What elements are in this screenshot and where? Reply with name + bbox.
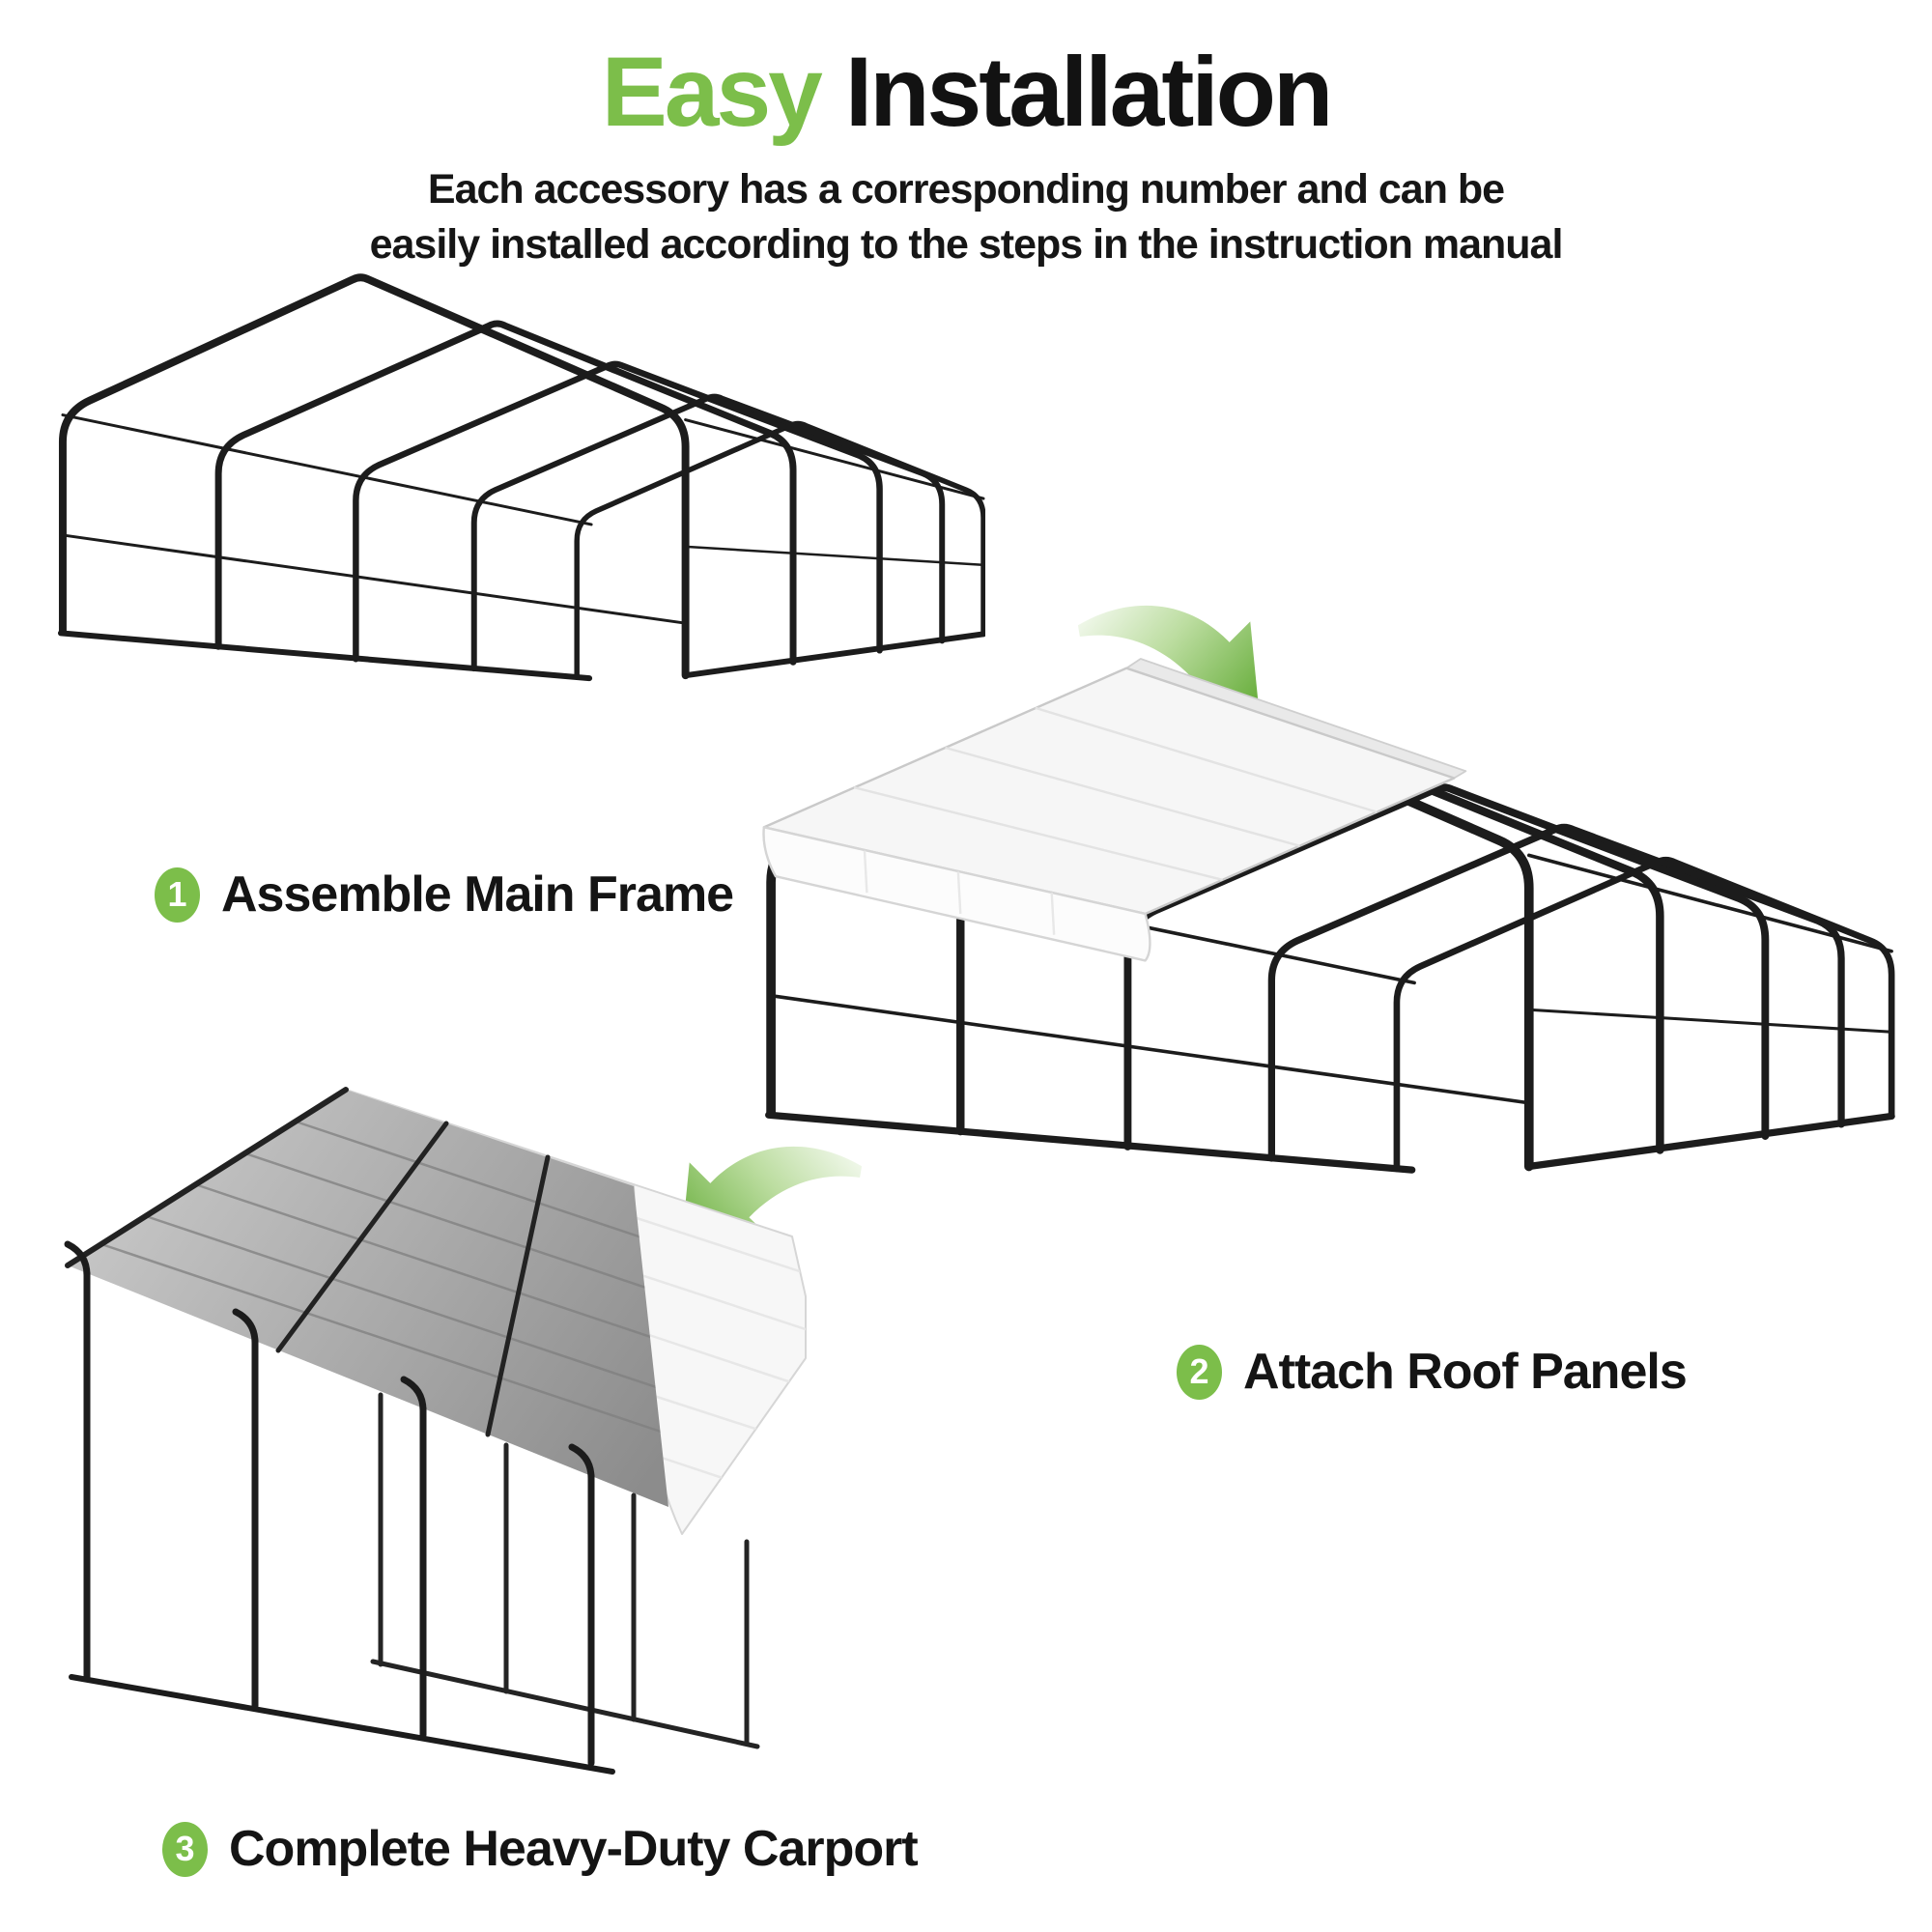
step-1-title: Assemble Main Frame: [221, 867, 734, 923]
roof-underside-grey: [68, 1090, 668, 1507]
far-base-rail: [682, 631, 985, 679]
step-3-illustration: [27, 1051, 808, 1795]
truss-3: [353, 360, 883, 663]
roof-panel-corrugation: [853, 706, 1378, 882]
step-2-title: Attach Roof Panels: [1243, 1344, 1688, 1400]
roof-rafters: [65, 1087, 551, 1437]
subtitle-line-2: easily installed according to the steps …: [369, 221, 1564, 269]
frame-with-first-roof-panel: [762, 658, 1895, 1302]
step-1-label: 1 Assemble Main Frame: [155, 866, 734, 923]
roof-panel-fascia-ribs: [863, 850, 1056, 935]
truss-1: [58, 273, 690, 680]
subtitle: Each accessory has a corresponding numbe…: [0, 162, 1932, 272]
near-base-rail: [69, 1674, 615, 1775]
near-mid-rail: [61, 533, 690, 625]
step-2-illustration: [759, 653, 1895, 1302]
step-1-illustration: [53, 253, 985, 786]
step-2-number-badge: 2: [1177, 1344, 1222, 1400]
far-eave-rail: [684, 418, 985, 500]
complete-carport-with-roof: [64, 1087, 807, 1775]
front-rake-edge: [65, 1087, 349, 1268]
truss-2: [214, 320, 797, 666]
subtitle-line-1: Each accessory has a corresponding numbe…: [427, 166, 1505, 213]
step-3-title: Complete Heavy-Duty Carport: [229, 1821, 919, 1877]
step-3-number-badge: 3: [162, 1821, 208, 1877]
step-1-number-badge: 1: [155, 867, 200, 923]
title-highlight-word: Easy: [601, 37, 823, 147]
roof-top-corrugation: [627, 1213, 806, 1499]
far-mid-rail: [684, 545, 985, 567]
step-2-label: 2 Attach Roof Panels: [1177, 1343, 1688, 1401]
title-rest-word: Installation: [844, 37, 1333, 147]
far-posts: [370, 1392, 760, 1749]
truss-4: [470, 393, 946, 672]
near-base-rail: [57, 630, 593, 682]
near-posts: [64, 1240, 615, 1775]
far-base-rail: [370, 1659, 760, 1749]
near-eave-rail: [61, 413, 593, 526]
step-3-label: 3 Complete Heavy-Duty Carport: [162, 1820, 919, 1878]
carport-frame-wireframe: [57, 273, 985, 682]
truss-5: [574, 420, 985, 680]
